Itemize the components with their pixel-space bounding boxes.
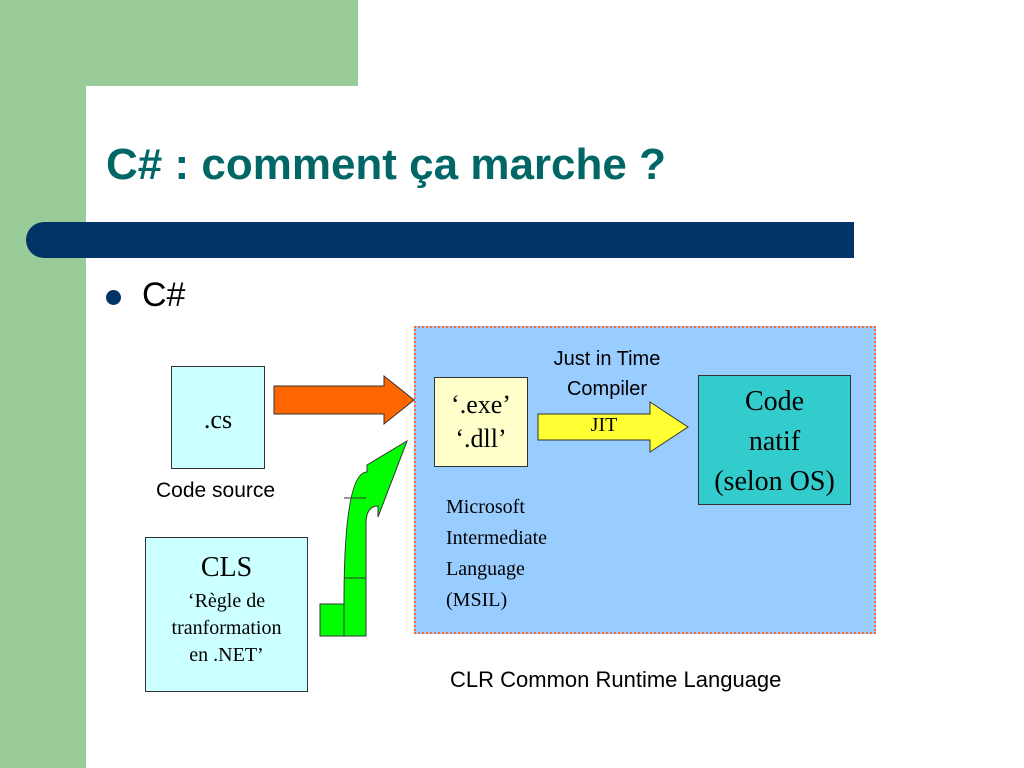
jit-caption: Just in Time Compiler	[528, 344, 686, 404]
jit-caption-line: Just in Time	[553, 348, 661, 370]
bullet-icon	[106, 290, 121, 305]
il-dll-label: ‘.dll’	[455, 424, 507, 453]
cls-box: CLS ‘Règle de tranformation en .NET’	[145, 537, 308, 692]
source-file-box: .cs	[171, 366, 265, 469]
il-assembly-box: ‘.exe’ ‘.dll’	[434, 377, 528, 467]
jit-arrow-label: JIT	[590, 414, 618, 436]
native-code-box: Code natif (selon OS)	[698, 375, 851, 505]
cls-arrow-icon	[319, 439, 408, 637]
cls-title: CLS	[200, 552, 253, 583]
title-underline-bar	[26, 222, 854, 258]
top-decoration	[0, 0, 358, 86]
source-arrow-icon	[273, 374, 415, 426]
cls-rule-line: ‘Règle de	[187, 590, 266, 612]
cls-rule-line: en .NET’	[189, 644, 264, 666]
msil-caption-line: (MSIL)	[446, 589, 508, 611]
native-code-line: natif	[748, 426, 801, 457]
slide-title: C# : comment ça marche ?	[106, 140, 666, 189]
msil-caption: Microsoft Intermediate Language (MSIL)	[446, 492, 547, 616]
bullet-text: C#	[142, 276, 186, 314]
msil-caption-line: Microsoft	[446, 496, 525, 518]
native-code-line: Code	[744, 386, 805, 417]
il-exe-label: ‘.exe’	[451, 390, 511, 419]
cls-rule-text: ‘Règle de tranformation en .NET’	[146, 588, 307, 669]
source-file-label: .cs	[203, 405, 233, 434]
cls-rule-line: tranformation	[171, 617, 282, 639]
side-decoration	[0, 0, 86, 768]
jit-caption-line: Compiler	[566, 378, 648, 400]
source-caption: Code source	[156, 479, 276, 502]
clr-caption: CLR Common Runtime Language	[450, 667, 782, 692]
native-code-line: (selon OS)	[714, 466, 835, 497]
jit-arrow-icon	[537, 401, 689, 453]
msil-caption-line: Language	[446, 558, 525, 580]
msil-caption-line: Intermediate	[446, 527, 548, 549]
